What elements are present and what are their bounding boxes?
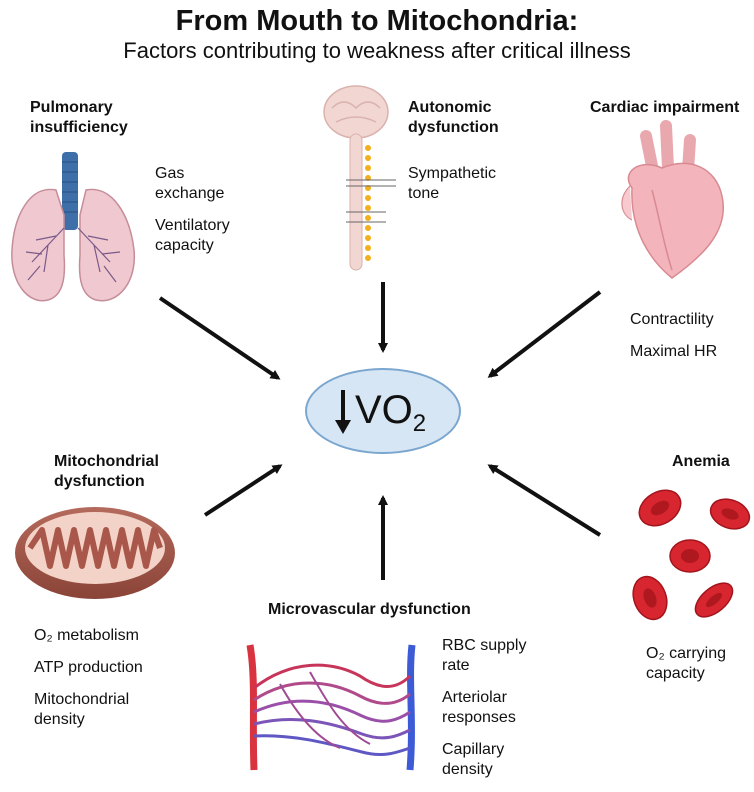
capillary-network-icon [246,644,416,771]
pulmonary-heading: Pulmonary insufficiency [30,99,128,136]
microvascular-item: Capillary density [442,741,505,778]
arrows [158,282,602,580]
pulmonary-items: Gas exchange Ventilatory capacity [155,164,255,268]
autonomic-heading: Autonomic dysfunction [408,99,499,136]
anemia-items: O₂ carrying capacity [646,644,746,696]
mitochondrial-item: Mitochondrial density [34,691,130,728]
mitochondrion-icon [15,507,175,599]
microvascular-heading: Microvascular dysfunction [268,601,471,618]
anemia-item: O₂ carrying capacity [646,645,727,682]
brain-spine-icon [323,85,396,271]
cardiac-items: Contractility Maximal HR [630,310,740,374]
arrow-pulmonary [158,296,281,380]
autonomic-item: Sympathetic tone [408,165,497,202]
pulmonary-item: Ventilatory capacity [155,217,230,254]
decrease-arrow-icon [335,390,351,434]
vo2-ellipse [305,368,461,454]
lungs-icon [11,152,136,302]
mitochondrial-heading: Mitochondrial dysfunction [54,453,159,490]
cardiac-heading: Cardiac impairment [590,99,740,116]
cardiac-item: Contractility [630,311,714,328]
red-blood-cells-icon [632,489,751,621]
vo2-label: VO2 [355,388,426,446]
page-subtitle: Factors contributing to weakness after c… [123,38,631,63]
pulmonary-item: Gas exchange [155,165,225,202]
page-title: From Mouth to Mitochondria: [175,5,579,37]
mitochondrial-item: ATP production [34,659,143,676]
mitochondrial-items: O₂ metabolism ATP production Mitochondri… [34,626,164,742]
anemia-heading: Anemia [672,453,730,470]
vo2-center: VO2 [305,368,461,454]
heart-icon [621,120,725,279]
vo2-main: VO [355,388,413,432]
arrow-cardiac [487,290,602,378]
microvascular-items: RBC supply rate Arteriolar responses Cap… [442,636,542,792]
mitochondrial-item: O₂ metabolism [34,627,139,644]
cardiac-item: Maximal HR [630,343,718,360]
arrow-anemia [487,464,602,537]
microvascular-item: RBC supply rate [442,637,527,674]
arrow-mitochondrial [203,464,283,517]
autonomic-items: Sympathetic tone [408,164,518,216]
vo2-subscript: 2 [412,410,427,437]
microvascular-item: Arteriolar responses [442,689,516,726]
